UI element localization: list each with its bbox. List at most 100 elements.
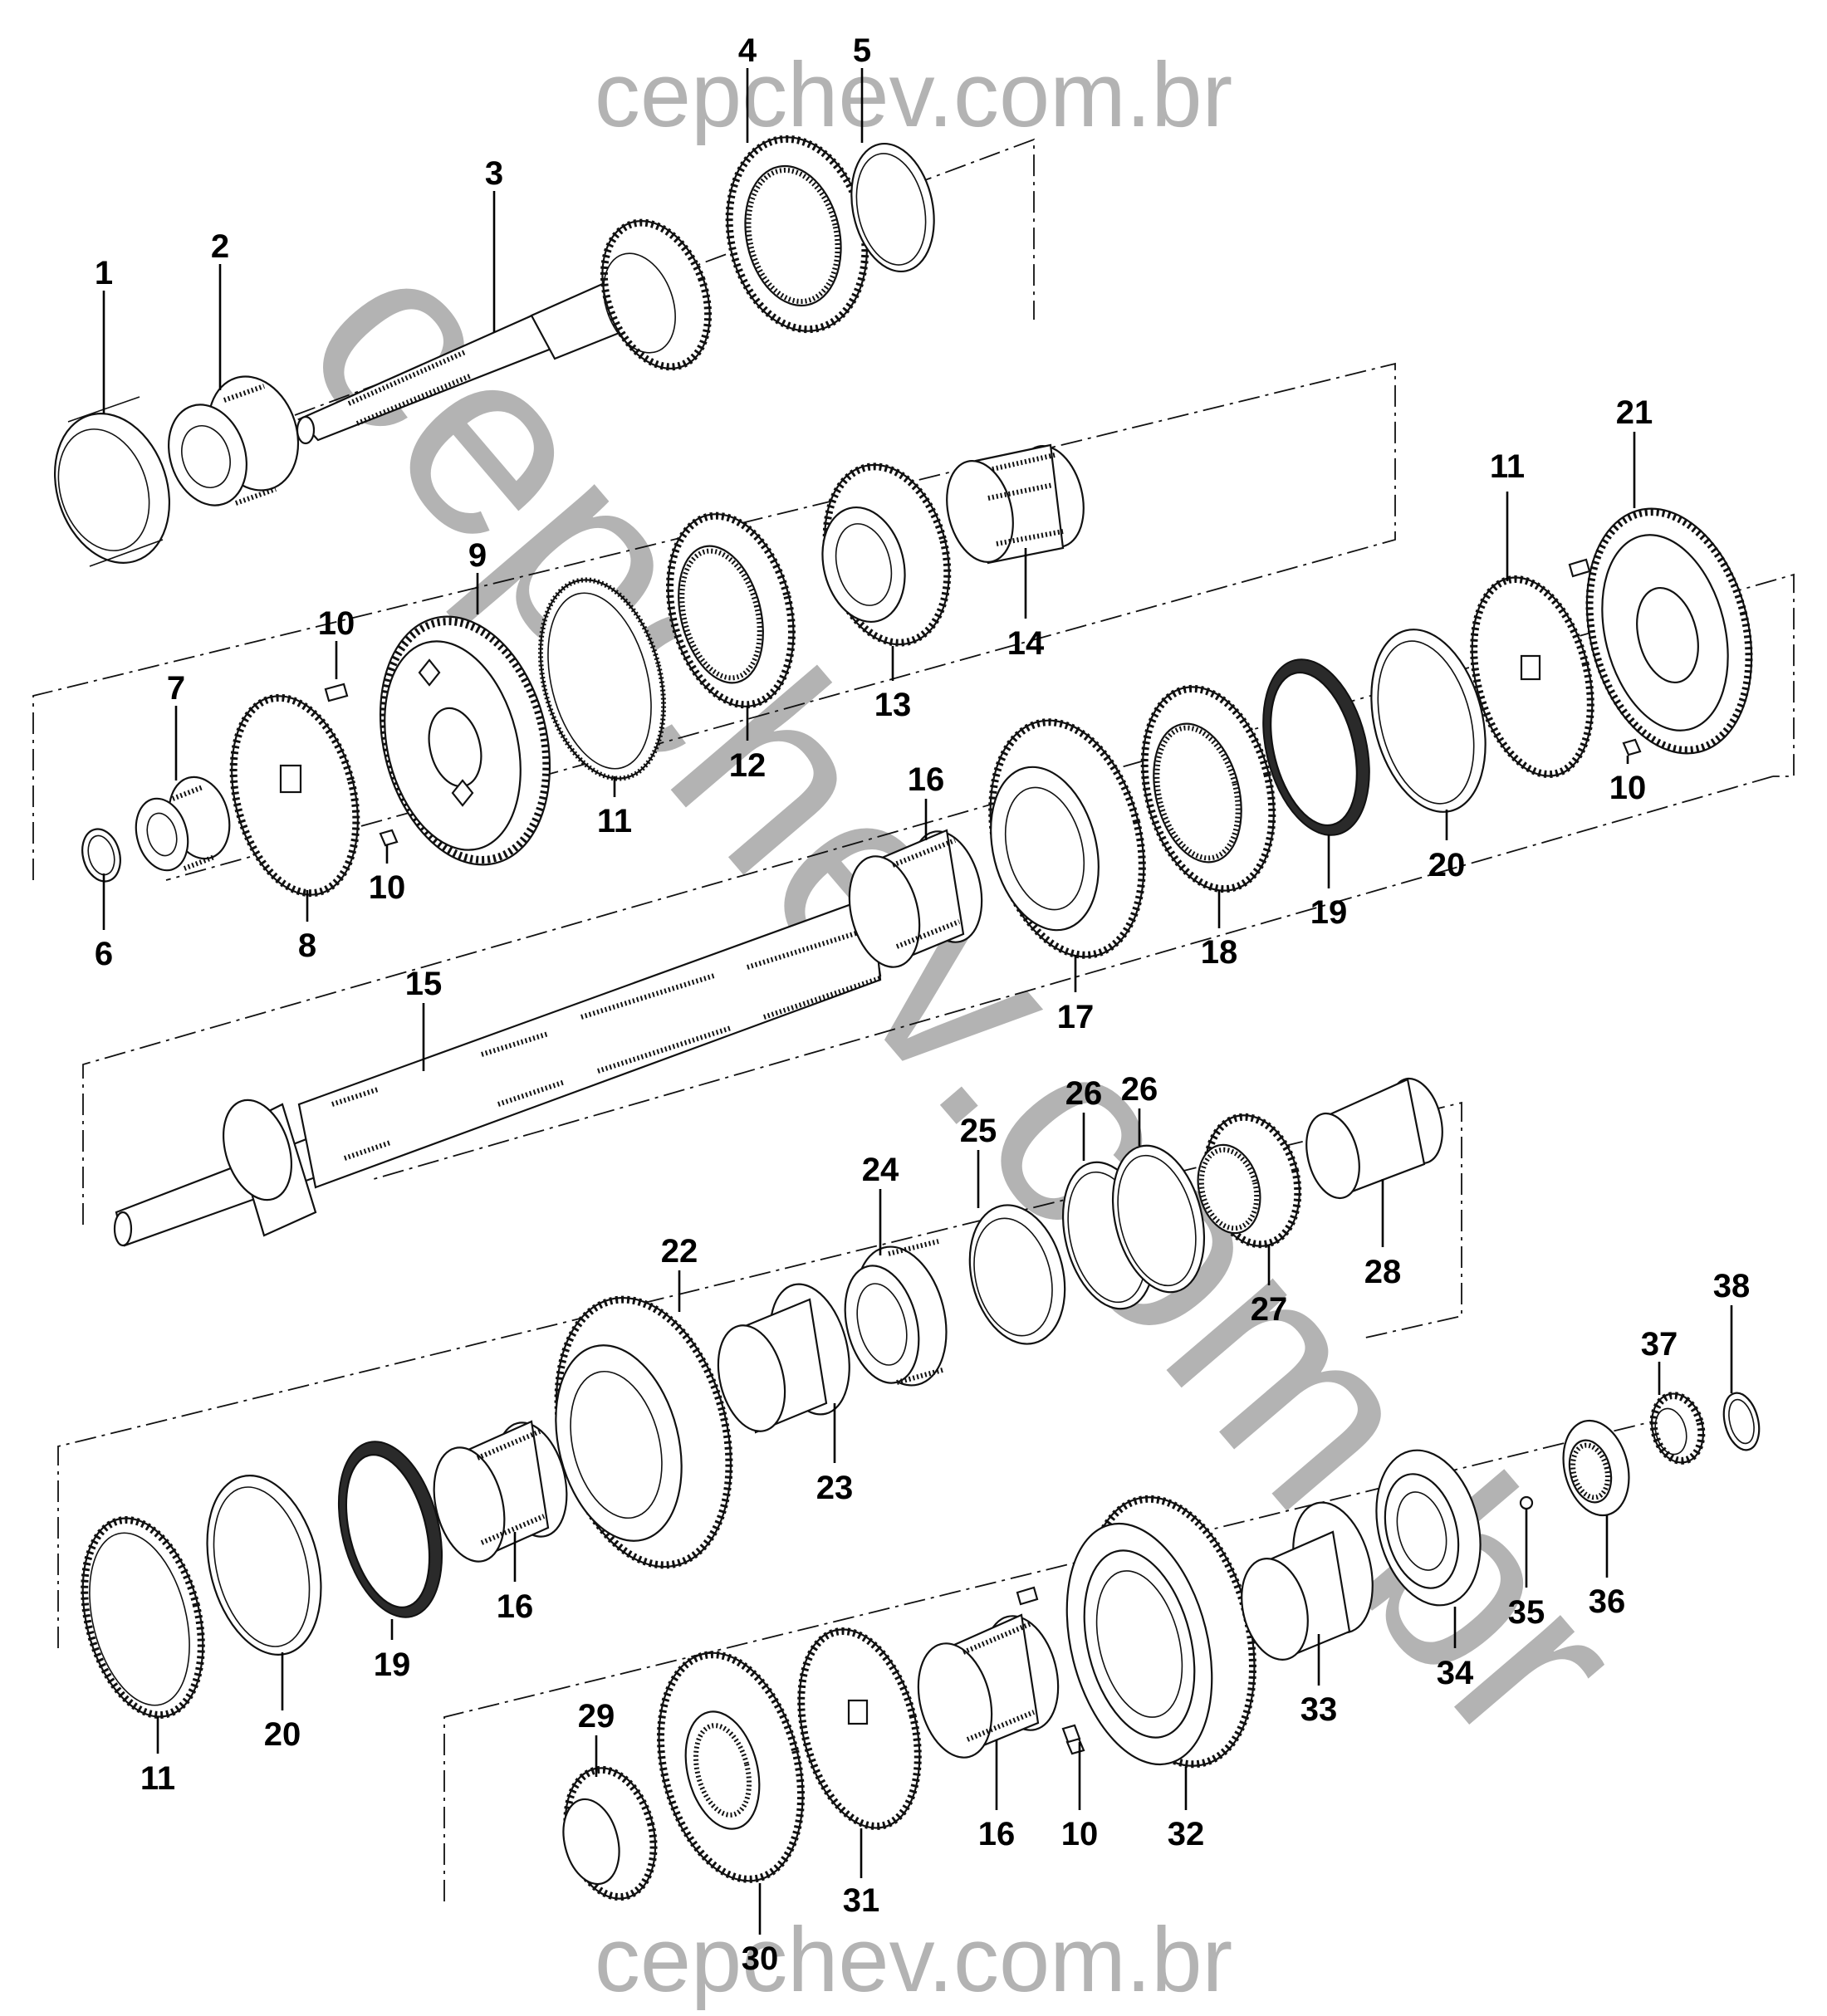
part-35-ball bbox=[1519, 1495, 1534, 1510]
callout-16-row4: 16 bbox=[497, 1588, 534, 1625]
part-14-needle-bearing bbox=[946, 443, 1085, 565]
callout-36: 36 bbox=[1589, 1583, 1626, 1620]
callout-20-row3: 20 bbox=[1428, 847, 1466, 883]
part-13-gear bbox=[821, 462, 952, 647]
part-16-needle-bearing-upper bbox=[848, 829, 983, 968]
part-20-cone-ring-lower bbox=[206, 1475, 322, 1656]
callout-12: 12 bbox=[729, 747, 767, 784]
callout-26-b: 26 bbox=[1121, 1071, 1158, 1108]
callout-11-row2: 11 bbox=[597, 803, 632, 839]
callout-15: 15 bbox=[405, 966, 443, 1002]
part-31-synchro-ring bbox=[797, 1627, 922, 1831]
watermark-top: cepchev.com.br bbox=[595, 44, 1232, 146]
axis-main-shaft-lower bbox=[373, 776, 1774, 1180]
part-25-bearing-cup bbox=[968, 1204, 1066, 1345]
callout-4: 4 bbox=[738, 32, 757, 69]
callout-37: 37 bbox=[1641, 1326, 1678, 1363]
part-19-cone-ring-lower bbox=[337, 1441, 443, 1618]
callout-2: 2 bbox=[211, 228, 229, 265]
callout-27: 27 bbox=[1251, 1291, 1288, 1328]
part-3-input-shaft bbox=[296, 218, 713, 445]
callout-7: 7 bbox=[167, 670, 185, 707]
callout-1: 1 bbox=[95, 255, 113, 291]
callout-34: 34 bbox=[1437, 1655, 1474, 1691]
callout-29: 29 bbox=[578, 1698, 615, 1735]
callout-3: 3 bbox=[485, 155, 503, 192]
callout-18: 18 bbox=[1201, 934, 1238, 971]
part-6-snap-ring bbox=[81, 828, 121, 883]
part-17-gear bbox=[988, 718, 1146, 959]
part-16-needle-bearing-middle bbox=[433, 1420, 568, 1563]
part-10-key-lower bbox=[1061, 1724, 1081, 1744]
axis-row-four bbox=[57, 1101, 1462, 1648]
part-30-gear bbox=[657, 1651, 805, 1883]
callouts: 1 2 3 4 5 6 7 8 9 10 10 10 10 11 11 11 1… bbox=[95, 32, 1750, 1977]
part-36-nut bbox=[1562, 1419, 1630, 1517]
part-28-sleeve bbox=[1305, 1077, 1443, 1200]
part-5-snap-ring bbox=[850, 142, 935, 273]
part-11-blocker-ring-lower bbox=[81, 1515, 205, 1720]
part-16-needle-bearing-lower bbox=[917, 1613, 1060, 1759]
callout-8: 8 bbox=[298, 927, 316, 964]
part-19-cone-ring-upper bbox=[1262, 658, 1370, 836]
callout-11-row4: 11 bbox=[140, 1760, 175, 1797]
part-1-bearing-cup bbox=[53, 396, 171, 567]
axis-row-five bbox=[443, 1421, 1653, 1901]
callout-23: 23 bbox=[816, 1470, 854, 1506]
axis-main-shaft bbox=[82, 573, 1795, 1225]
callout-26-a: 26 bbox=[1065, 1075, 1103, 1112]
part-34-ball-bearing bbox=[1375, 1449, 1482, 1607]
callout-38: 38 bbox=[1713, 1268, 1751, 1304]
callout-21: 21 bbox=[1616, 394, 1653, 431]
part-21-synchronizer-assembly bbox=[1568, 507, 1753, 756]
part-15-main-shaft bbox=[113, 895, 882, 1247]
part-38-washer bbox=[1722, 1392, 1761, 1451]
callout-14: 14 bbox=[1007, 625, 1045, 662]
part-11-blocker-ring bbox=[537, 577, 667, 781]
callout-30: 30 bbox=[742, 1940, 779, 1977]
part-23-bushing bbox=[717, 1283, 850, 1434]
part-33-bushing bbox=[1241, 1501, 1374, 1661]
callout-10-row2-top: 10 bbox=[318, 605, 355, 642]
callout-19-row3: 19 bbox=[1310, 894, 1348, 931]
part-27-gear bbox=[1197, 1113, 1302, 1249]
part-24-tapered-bearing bbox=[844, 1239, 948, 1387]
callout-19-row4: 19 bbox=[374, 1647, 411, 1683]
part-22-gear bbox=[554, 1295, 733, 1569]
part-37-gear bbox=[1649, 1392, 1706, 1465]
part-8-synchro-ring bbox=[229, 693, 360, 898]
axis-row-two bbox=[32, 362, 1396, 881]
callout-9: 9 bbox=[468, 537, 487, 574]
part-18-synchro-ring bbox=[1140, 684, 1276, 893]
callout-32: 32 bbox=[1168, 1816, 1205, 1852]
part-7-tapered-bearing bbox=[135, 776, 231, 872]
callout-6: 6 bbox=[95, 936, 113, 972]
callout-10-row2-bottom: 10 bbox=[369, 869, 406, 906]
part-26-shim-b bbox=[1111, 1144, 1206, 1294]
callout-31: 31 bbox=[843, 1882, 880, 1919]
callout-22: 22 bbox=[661, 1233, 698, 1270]
part-12-synchro-ring bbox=[666, 511, 796, 709]
callout-20-row4: 20 bbox=[264, 1716, 301, 1753]
callout-16-row3: 16 bbox=[908, 761, 945, 798]
callout-10-row5: 10 bbox=[1061, 1816, 1099, 1852]
part-9-synchronizer-hub bbox=[379, 615, 551, 866]
watermark-bottom: cepchev.com.br bbox=[595, 1909, 1232, 2011]
callout-5: 5 bbox=[853, 32, 871, 69]
part-10-key bbox=[324, 683, 399, 847]
callout-24: 24 bbox=[862, 1152, 899, 1188]
callout-17: 17 bbox=[1057, 999, 1095, 1035]
callout-33: 33 bbox=[1300, 1691, 1338, 1728]
part-4-synchro-ring bbox=[725, 135, 869, 334]
callout-25: 25 bbox=[960, 1113, 997, 1149]
part-2-tapered-bearing bbox=[168, 375, 300, 506]
callout-11-row3: 11 bbox=[1490, 448, 1525, 485]
callout-16-row5: 16 bbox=[978, 1816, 1016, 1852]
callout-13: 13 bbox=[874, 687, 912, 723]
callout-28: 28 bbox=[1364, 1254, 1402, 1290]
callout-35: 35 bbox=[1508, 1594, 1545, 1631]
callout-10-synchro: 10 bbox=[1609, 770, 1647, 806]
part-11-blocker-ring-upper bbox=[1470, 575, 1594, 779]
part-29-gear bbox=[562, 1765, 658, 1901]
